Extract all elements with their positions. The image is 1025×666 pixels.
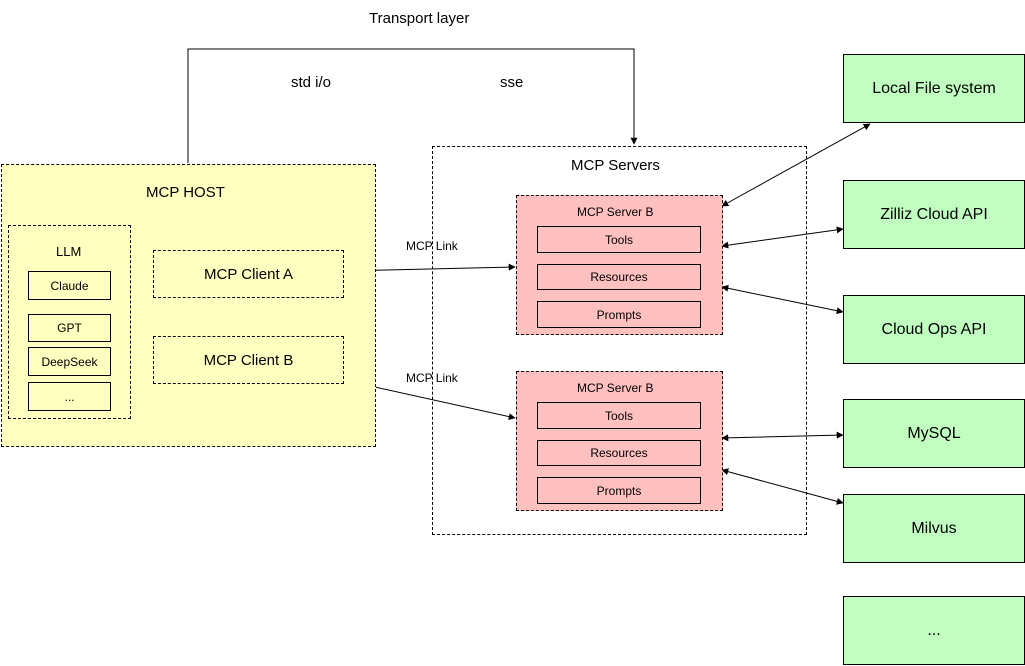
mcp-server-2-title: MCP Server B [577, 381, 654, 395]
llm-model-gpt: GPT [28, 314, 111, 342]
mcp-servers-title: MCP Servers [571, 157, 660, 174]
mcp-link-label-b: MCP Link [406, 371, 458, 385]
link-server-1-zilliz [721, 226, 844, 249]
resource-more: ... [843, 596, 1025, 665]
link-server-2-milvus [721, 468, 844, 505]
server-2-resources: Resources [537, 440, 701, 466]
sse-label: sse [500, 74, 524, 91]
resource-milvus: Milvus [843, 494, 1025, 563]
mcp-servers-group [432, 146, 807, 535]
link-server-1-local-fs [721, 123, 871, 207]
server-1-prompts: Prompts [537, 301, 701, 328]
mcp-server-2 [516, 371, 723, 511]
resource-local-file-system: Local File system [843, 54, 1025, 123]
llm-title: LLM [56, 244, 82, 259]
resource-zilliz-cloud-api: Zilliz Cloud API [843, 180, 1025, 249]
server-2-prompts: Prompts [537, 477, 701, 504]
resource-cloud-ops-api: Cloud Ops API [843, 295, 1025, 364]
mcp-client-b: MCP Client B [153, 336, 344, 384]
llm-group [8, 225, 131, 419]
llm-model-claude: Claude [28, 271, 111, 300]
std-io-label: std i/o [291, 74, 332, 91]
link-server-2-mysql [721, 431, 844, 442]
mcp-server-1 [516, 195, 723, 335]
mcp-host-box [1, 164, 376, 447]
transport-line [187, 48, 638, 163]
mcp-link-label-a: MCP Link [406, 239, 458, 253]
mcp-client-a: MCP Client A [153, 250, 344, 298]
server-1-resources: Resources [537, 264, 701, 290]
mcp-server-1-title: MCP Server B [577, 205, 654, 219]
resource-mysql: MySQL [843, 399, 1025, 468]
mcp-host-title: MCP HOST [146, 184, 225, 201]
llm-model-deepseek: DeepSeek [28, 347, 111, 376]
llm-model-more: ... [28, 382, 111, 411]
link-server-1-cloud-ops [721, 284, 844, 315]
server-1-tools: Tools [537, 226, 701, 253]
transport-layer-label: Transport layer [369, 10, 470, 27]
server-2-tools: Tools [537, 402, 701, 429]
